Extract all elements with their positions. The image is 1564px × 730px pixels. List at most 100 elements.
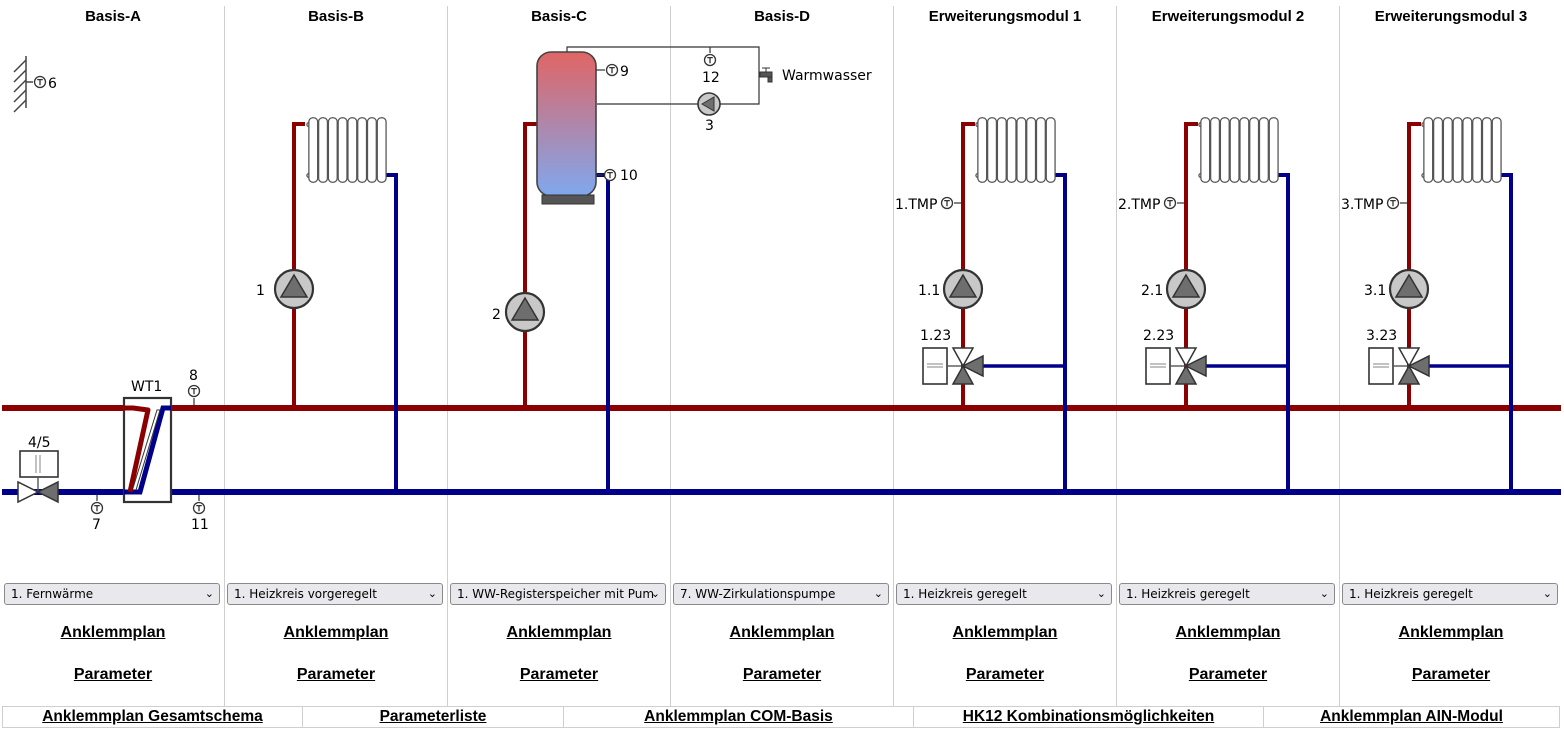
- column-divider: [670, 6, 671, 706]
- chevron-down-icon: ⌄: [427, 587, 437, 600]
- mixer-valve-icon: [922, 347, 984, 385]
- sensor-label: 1.TMP: [895, 197, 937, 213]
- anklemmplan-link[interactable]: Anklemmplan: [60, 624, 166, 641]
- chevron-down-icon: ⌄: [650, 587, 660, 600]
- pump-label: 1.1: [918, 283, 940, 299]
- radiator-icon: [975, 117, 1056, 183]
- hot-water-tank-icon: [536, 51, 597, 197]
- temperature-sensor-icon: [1386, 196, 1400, 210]
- bottom-divider: [1263, 707, 1264, 727]
- pump-icon: [1165, 268, 1207, 310]
- radiator-icon: [1421, 117, 1502, 183]
- pump-icon: [504, 291, 546, 333]
- sensor-label: 11: [191, 517, 209, 533]
- temperature-sensor-icon: [940, 196, 954, 210]
- module-select-basis-b[interactable]: 1. Heizkreis vorgeregelt⌄: [227, 583, 443, 605]
- parameter-link[interactable]: Parameter: [1411, 666, 1491, 683]
- parameter-link[interactable]: Parameter: [965, 666, 1045, 683]
- tap-icon: [759, 67, 773, 83]
- column-divider: [224, 6, 225, 706]
- circulation-pump-icon: [701, 96, 715, 112]
- chevron-down-icon: ⌄: [1542, 587, 1552, 600]
- pump-label: 3.1: [1364, 283, 1386, 299]
- module-select-erweiterung-1[interactable]: 1. Heizkreis geregelt⌄: [896, 583, 1112, 605]
- anklemmplan-link[interactable]: Anklemmplan: [283, 624, 389, 641]
- module-select-erweiterung-2[interactable]: 1. Heizkreis geregelt⌄: [1119, 583, 1335, 605]
- pump-label: 2.1: [1141, 283, 1163, 299]
- module-select-basis-c[interactable]: 1. WW-Registerspeicher mit Pum⌄: [450, 583, 666, 605]
- valve-icon: [17, 480, 40, 504]
- mixer-valve-icon: [1145, 347, 1207, 385]
- chevron-down-icon: ⌄: [1096, 587, 1106, 600]
- module-title-basis-a: Basis-A: [85, 8, 141, 25]
- module-title-basis-c: Basis-C: [531, 8, 587, 25]
- outdoor-wall-icon: [13, 56, 33, 113]
- pump-label: 2: [492, 307, 501, 323]
- anklemmplan-link[interactable]: Anklemmplan: [1175, 624, 1281, 641]
- temperature-sensor-icon: [603, 168, 617, 182]
- bottom-divider: [563, 707, 564, 727]
- temperature-sensor-icon: [90, 501, 104, 515]
- radiator-icon: [1198, 117, 1279, 183]
- temperature-sensor-icon: [703, 53, 717, 67]
- mixer-valve-icon: [1368, 347, 1430, 385]
- sensor-label: 10: [620, 168, 638, 184]
- module-select-basis-d[interactable]: 7. WW-Zirkulationspumpe⌄: [673, 583, 889, 605]
- bottom-link-bar: Anklemmplan Gesamtschema Parameterliste …: [2, 706, 1560, 728]
- temperature-sensor-icon: [192, 501, 206, 515]
- pump-icon: [273, 268, 315, 310]
- module-title-basis-d: Basis-D: [754, 8, 810, 25]
- module-title-erweiterung-3: Erweiterungsmodul 3: [1374, 8, 1528, 25]
- warmwasser-label: Warmwasser: [782, 68, 872, 84]
- anklemmplan-gesamtschema-link[interactable]: Anklemmplan Gesamtschema: [42, 708, 263, 725]
- chevron-down-icon: ⌄: [1319, 587, 1329, 600]
- parameter-link[interactable]: Parameter: [73, 666, 153, 683]
- temperature-sensor-icon: [33, 75, 47, 89]
- module-title-erweiterung-1: Erweiterungsmodul 1: [928, 8, 1082, 25]
- sensor-label: 9: [620, 64, 629, 80]
- heat-exchanger-label: WT1: [131, 379, 162, 395]
- valve-actuator: [19, 450, 59, 478]
- module-select-erweiterung-3[interactable]: 1. Heizkreis geregelt⌄: [1342, 583, 1558, 605]
- hydraulic-schema: 6 4/5 7 WT1 8 11 1 2 9 10 12 3: [2, 46, 1561, 533]
- parameter-link[interactable]: Parameter: [742, 666, 822, 683]
- sensor-label: 3.TMP: [1341, 197, 1383, 213]
- column-divider: [893, 6, 894, 706]
- valve-label: 4/5: [28, 435, 51, 451]
- module-select-basis-a[interactable]: 1. Fernwärme⌄: [4, 583, 220, 605]
- parameter-link[interactable]: Parameter: [519, 666, 599, 683]
- parameter-link[interactable]: Parameter: [1188, 666, 1268, 683]
- anklemmplan-link[interactable]: Anklemmplan: [952, 624, 1058, 641]
- bottom-divider: [302, 707, 303, 727]
- module-title-basis-b: Basis-B: [308, 8, 364, 25]
- pump-icon: [1388, 268, 1430, 310]
- sensor-label: 6: [48, 76, 57, 92]
- radiator-icon: [306, 117, 387, 183]
- anklemmplan-link[interactable]: Anklemmplan: [506, 624, 612, 641]
- sensor-label: 2.TMP: [1118, 197, 1160, 213]
- column-divider: [447, 6, 448, 706]
- mixer-label: 1.23: [920, 328, 951, 344]
- chevron-down-icon: ⌄: [873, 587, 883, 600]
- temperature-sensor-icon: [187, 384, 201, 398]
- chevron-down-icon: ⌄: [204, 587, 214, 600]
- temperature-sensor-icon: [1163, 196, 1177, 210]
- anklemmplan-link[interactable]: Anklemmplan: [1398, 624, 1504, 641]
- sensor-label: 8: [189, 368, 198, 384]
- bottom-divider: [913, 707, 914, 727]
- sensor-label: 12: [702, 70, 720, 86]
- temperature-sensor-icon: [605, 63, 619, 77]
- mixer-label: 2.23: [1143, 328, 1174, 344]
- anklemmplan-com-basis-link[interactable]: Anklemmplan COM-Basis: [644, 708, 833, 725]
- anklemmplan-ain-modul-link[interactable]: Anklemmplan AIN-Modul: [1320, 708, 1503, 725]
- column-divider: [1116, 6, 1117, 706]
- anklemmplan-link[interactable]: Anklemmplan: [729, 624, 835, 641]
- parameter-link[interactable]: Parameter: [296, 666, 376, 683]
- mixer-label: 3.23: [1366, 328, 1397, 344]
- module-title-erweiterung-2: Erweiterungsmodul 2: [1151, 8, 1305, 25]
- column-divider: [1339, 6, 1340, 706]
- pump-label: 3: [705, 118, 714, 134]
- parameterliste-link[interactable]: Parameterliste: [379, 708, 487, 725]
- hk12-kombinationen-link[interactable]: HK12 Kombinationsmöglichkeiten: [962, 708, 1215, 725]
- pump-icon: [942, 268, 984, 310]
